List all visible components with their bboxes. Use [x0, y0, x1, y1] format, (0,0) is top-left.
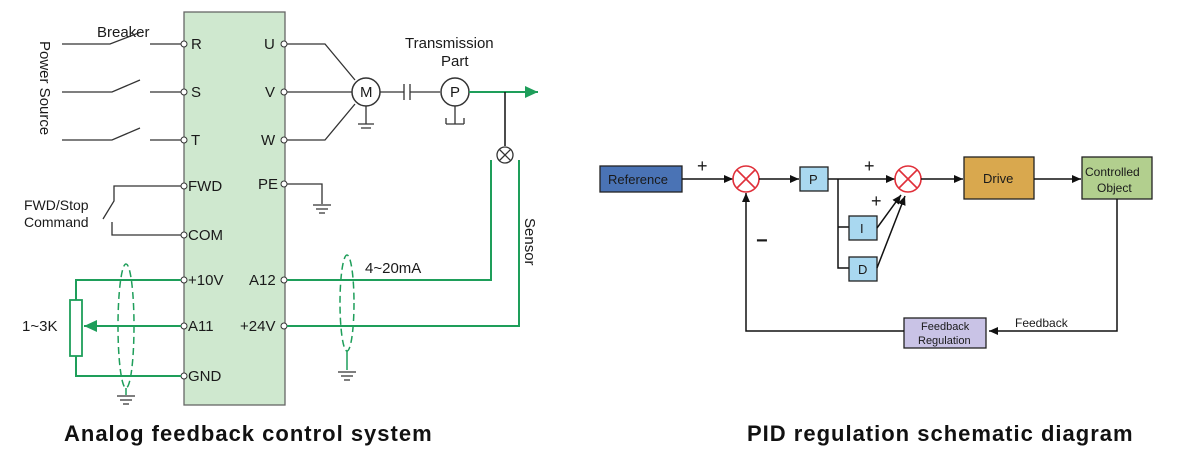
terminal-gnd: GND: [188, 368, 222, 385]
terminal-w: W: [261, 132, 276, 149]
fwd-label-1: FWD/Stop: [24, 197, 89, 213]
sensor-power-line: [287, 160, 520, 327]
motor-wiring: [287, 43, 356, 141]
transmission-label-1: Transmission: [405, 35, 494, 52]
fwd-switch: [102, 185, 181, 236]
shield-right-ground-icon: [338, 371, 356, 381]
controlled-label-2: Object: [1097, 181, 1132, 195]
signal-label: 4~20mA: [365, 260, 421, 277]
drive-label: Drive: [983, 171, 1013, 186]
pump-label: P: [450, 84, 460, 101]
transmission-label-2: Part: [441, 53, 469, 70]
motor-ground-icon: [358, 106, 374, 129]
d-to-sum2-arrow: [876, 195, 906, 269]
i-to-sum2-arrow: [876, 194, 902, 229]
d-block: [848, 256, 878, 282]
d-label: D: [858, 262, 867, 277]
terminals-right: [280, 40, 288, 330]
pid-branch: [837, 179, 849, 269]
reference-block: [599, 165, 683, 193]
terminal-r: R: [191, 36, 202, 53]
sum1-minus: −: [756, 230, 768, 252]
resistor-label: 1~3K: [22, 318, 57, 335]
analog-feedback-diagram: Power Source Breaker R S T FWD COM +10V …: [22, 11, 538, 446]
sum2-plus-bottom: +: [871, 191, 882, 211]
terminal-pe: PE: [258, 176, 278, 193]
reference-label: Reference: [608, 172, 668, 187]
feedback-reg-label-2: Regulation: [918, 335, 971, 347]
potentiometer: [69, 299, 83, 357]
left-caption: Analog feedback control system: [64, 421, 433, 446]
feedback-label: Feedback: [1015, 316, 1069, 330]
terminal-u: U: [264, 36, 275, 53]
shield-left-ground-icon: [117, 395, 135, 405]
sum1-plus: +: [697, 156, 708, 176]
sensor-label: Sensor: [521, 218, 538, 266]
controlled-label-1: Controlled: [1085, 165, 1140, 179]
sum-junction-2-cross-icon: [898, 169, 918, 189]
i-block: [848, 215, 878, 241]
feedback-to-sum1-arrow: [742, 193, 904, 332]
sensor-cross-icon: [498, 148, 512, 162]
coupling: [380, 84, 440, 100]
right-caption: PID regulation schematic diagram: [747, 421, 1134, 446]
sum2-plus-top: +: [864, 156, 875, 176]
terminal-10v: +10V: [188, 272, 223, 289]
motor-label: M: [360, 84, 373, 101]
terminal-fwd: FWD: [188, 178, 222, 195]
terminal-a11: A11: [188, 318, 214, 335]
sum-junction-1-cross-icon: [736, 169, 756, 189]
terminal-24v: +24V: [240, 318, 275, 335]
pump-base-icon: [445, 106, 465, 125]
breaker-switches: [62, 31, 181, 141]
terminal-com: COM: [188, 227, 223, 244]
pe-ground-icon: [313, 204, 331, 214]
terminal-t: T: [191, 132, 200, 149]
terminal-a12: A12: [249, 272, 276, 289]
power-source-label: Power Source: [36, 41, 53, 135]
feedback-line-arrow: [989, 199, 1118, 335]
p-block: [799, 166, 829, 192]
pot-wiring: [75, 279, 181, 377]
inverter-board: [183, 11, 286, 406]
controlled-object-block: [1081, 156, 1153, 200]
breaker-label: Breaker: [97, 24, 150, 41]
i-label: I: [860, 221, 864, 236]
pid-diagram: Reference + P I D + + Drive Controlled O…: [599, 156, 1153, 446]
terminal-s: S: [191, 84, 201, 101]
p-label: P: [809, 172, 818, 187]
feedback-regulation-block: [903, 317, 987, 349]
terminal-v: V: [265, 84, 275, 101]
pe-wire: [287, 183, 323, 204]
shield-left: [117, 263, 135, 389]
shield-right: [339, 254, 355, 352]
drive-block: [963, 156, 1035, 200]
feedback-reg-label-1: Feedback: [921, 321, 970, 333]
sensor-signal-line: [287, 160, 492, 281]
fwd-label-2: Command: [24, 214, 89, 230]
